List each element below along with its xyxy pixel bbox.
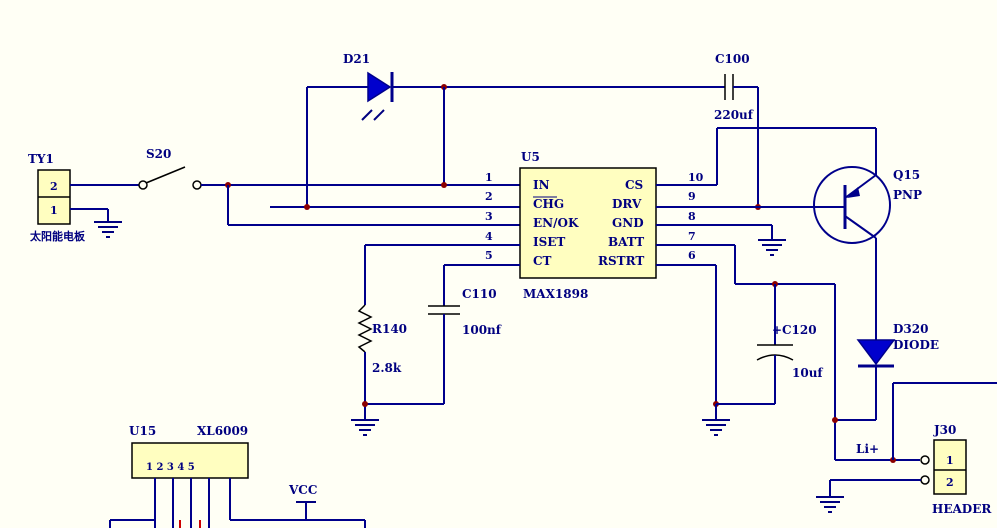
r140-value: 2.8k <box>372 361 402 375</box>
ground-icon <box>702 419 730 436</box>
ty1-pin-top: 2 <box>50 180 58 193</box>
u5-pin-name: GND <box>612 216 644 230</box>
ty1-label: 太阳能电板 <box>29 229 86 243</box>
u5-ref: U5 <box>521 150 540 164</box>
u5-part: MAX1898 <box>523 287 588 301</box>
u5-body <box>519 167 657 279</box>
c100-ref: C100 <box>715 52 750 66</box>
u5-pin-num: 10 <box>688 171 704 184</box>
u5-pin-num: 7 <box>688 230 696 243</box>
u5-pin-num: 5 <box>485 249 493 262</box>
ty1-pin-bottom: 1 <box>50 204 58 217</box>
u5-pin-name: RSTRT <box>598 254 644 268</box>
u15-part: XL6009 <box>197 424 248 438</box>
s20-ref: S20 <box>146 147 171 161</box>
u5-pin-name: CS <box>625 178 643 192</box>
j30-body <box>933 439 967 495</box>
u5-pin-num: 2 <box>485 190 493 203</box>
ground-icon <box>94 221 122 238</box>
d21-ref: D21 <box>343 52 370 66</box>
u5-pin-num: 9 <box>688 190 696 203</box>
u5-pin-num: 4 <box>485 230 493 243</box>
c110-value: 100nf <box>462 323 502 337</box>
u5-pin-num: 1 <box>485 171 493 184</box>
u5-pin-num: 8 <box>688 210 696 223</box>
u15-chip[interactable]: U15 XL6009 1 2 3 4 5 <box>129 424 249 479</box>
d320-diode[interactable]: D320 DIODE <box>856 322 939 368</box>
d21-led[interactable]: D21 <box>343 52 394 121</box>
u5-pin-name: IN <box>533 178 550 192</box>
j30-pin-top: 1 <box>946 454 954 467</box>
s20-switch[interactable]: S20 <box>138 147 202 190</box>
c120-capacitor[interactable]: C120 + 10uf <box>756 323 823 380</box>
u5-chip[interactable]: U5 MAX1898 1 2 3 4 5 IN CHG EN/OK ISET C… <box>485 150 704 301</box>
ground-icon <box>816 496 844 513</box>
c110-capacitor[interactable]: C110 100nf <box>428 287 502 337</box>
c120-polarity: + <box>772 323 782 337</box>
j30-ref: J30 <box>933 423 956 437</box>
d320-ref: D320 <box>893 322 928 336</box>
q15-transistor[interactable]: Q15 PNP <box>813 166 922 244</box>
u5-pin-name: EN/OK <box>533 216 579 230</box>
vcc-label: VCC <box>288 483 317 520</box>
u5-pin-name: BATT <box>608 235 644 249</box>
ty1-ref: TY1 <box>28 152 54 166</box>
c100-value: 220uf <box>714 108 754 122</box>
u5-pin-name: ISET <box>533 235 565 249</box>
ground-icon <box>758 239 786 256</box>
j30-type: HEADER <box>932 502 992 516</box>
r140-resistor[interactable]: R140 2.8k <box>357 304 407 375</box>
u15-ref: U15 <box>129 424 156 438</box>
j30-pin-bottom: 2 <box>946 476 954 489</box>
j30-header[interactable]: J30 1 2 HEADER <box>920 423 992 516</box>
u5-pin-num: 3 <box>485 210 493 223</box>
u5-pin-name: DRV <box>612 197 642 211</box>
u5-pin-num: 6 <box>688 249 696 262</box>
c100-capacitor[interactable]: C100 220uf <box>714 52 754 122</box>
d320-type: DIODE <box>893 338 939 352</box>
u5-pin-name: CHG <box>533 197 564 211</box>
ground-icon <box>351 419 379 436</box>
c120-value: 10uf <box>792 366 823 380</box>
vcc-text: VCC <box>288 483 317 497</box>
r140-ref: R140 <box>372 322 407 336</box>
ty1-connector[interactable]: TY1 2 1 太阳能电板 <box>28 152 86 243</box>
q15-type: PNP <box>893 188 922 202</box>
c110-ref: C110 <box>462 287 497 301</box>
q15-ref: Q15 <box>893 168 920 182</box>
li-net-label: Li+ <box>856 442 879 456</box>
c120-ref: C120 <box>782 323 817 337</box>
u5-pin-name: CT <box>533 254 552 268</box>
u15-pin-numbers: 1 2 3 4 5 <box>146 462 195 473</box>
